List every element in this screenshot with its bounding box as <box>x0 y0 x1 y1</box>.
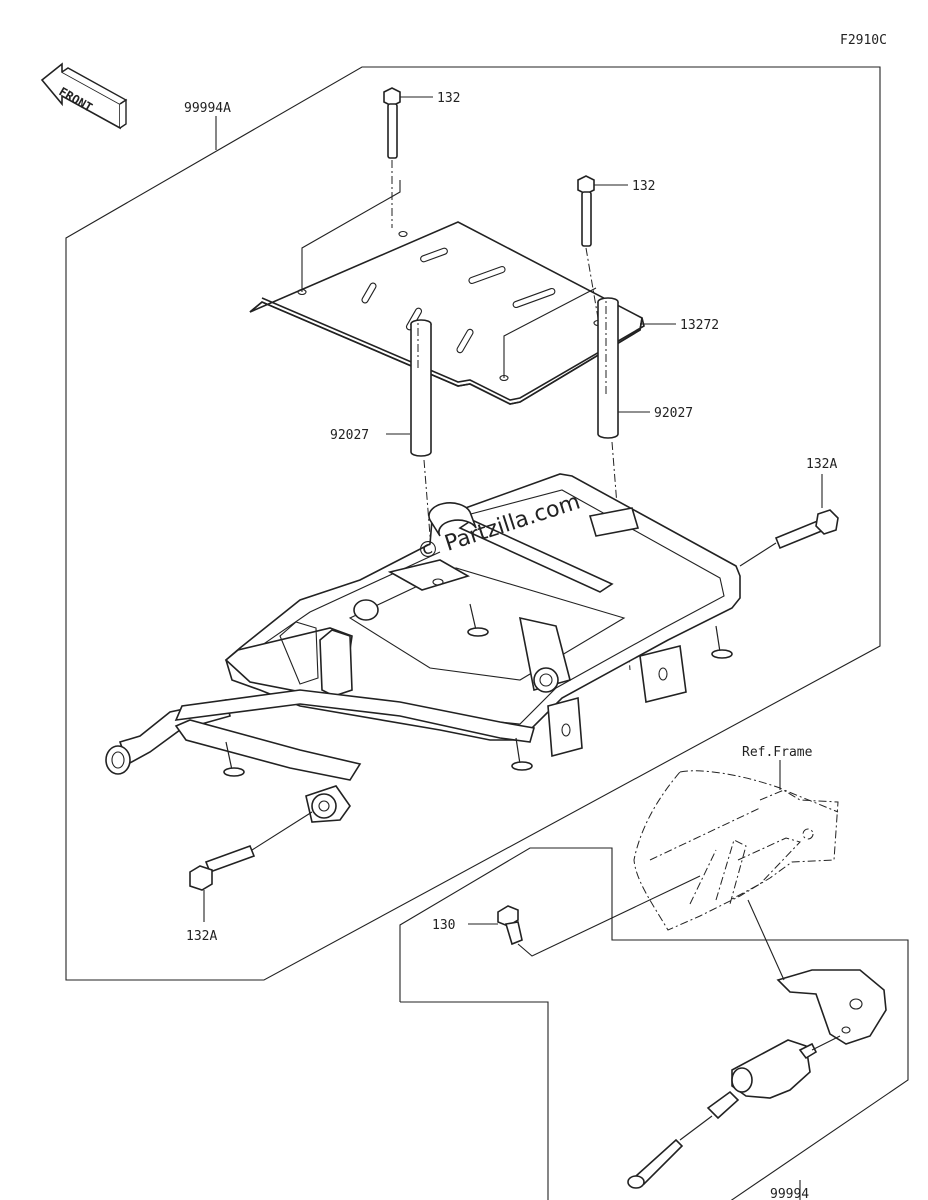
collar-92027-left <box>410 319 435 587</box>
ref-label: Ref.Frame <box>742 745 813 760</box>
bracket <box>747 899 887 1045</box>
callout-bolt-top-2: 132 <box>632 179 655 194</box>
kit-outline-sub <box>399 847 909 1200</box>
plate-13272 <box>249 180 645 405</box>
lock-assembly <box>627 1035 841 1189</box>
kit-outline-main <box>65 66 881 981</box>
callout-bolt-small: 130 <box>432 918 455 933</box>
callout-collar-right: 92027 <box>654 406 693 421</box>
diagram-code: F2910C <box>840 33 887 48</box>
bolt-130 <box>497 875 701 957</box>
callout-bolt-side-right: 132A <box>806 457 837 472</box>
ref-frame <box>633 770 839 931</box>
bolt-132-left <box>383 87 401 228</box>
callout-collar-left: 92027 <box>330 428 369 443</box>
callout-kit-main: 99994A <box>184 101 231 116</box>
carrier-frame <box>105 473 741 823</box>
callout-bolt-side-left: 132A <box>186 929 217 944</box>
callout-plate: 13272 <box>680 318 719 333</box>
front-arrow-icon: FRONT <box>40 62 128 130</box>
callout-bolt-top-1: 132 <box>437 91 460 106</box>
bolt-132-right <box>577 175 599 319</box>
collar-92027-right <box>597 297 631 671</box>
callout-kit-sub: 99994 <box>770 1187 809 1200</box>
bolt-132a-right <box>739 509 839 567</box>
bolt-132a-left <box>189 811 313 891</box>
